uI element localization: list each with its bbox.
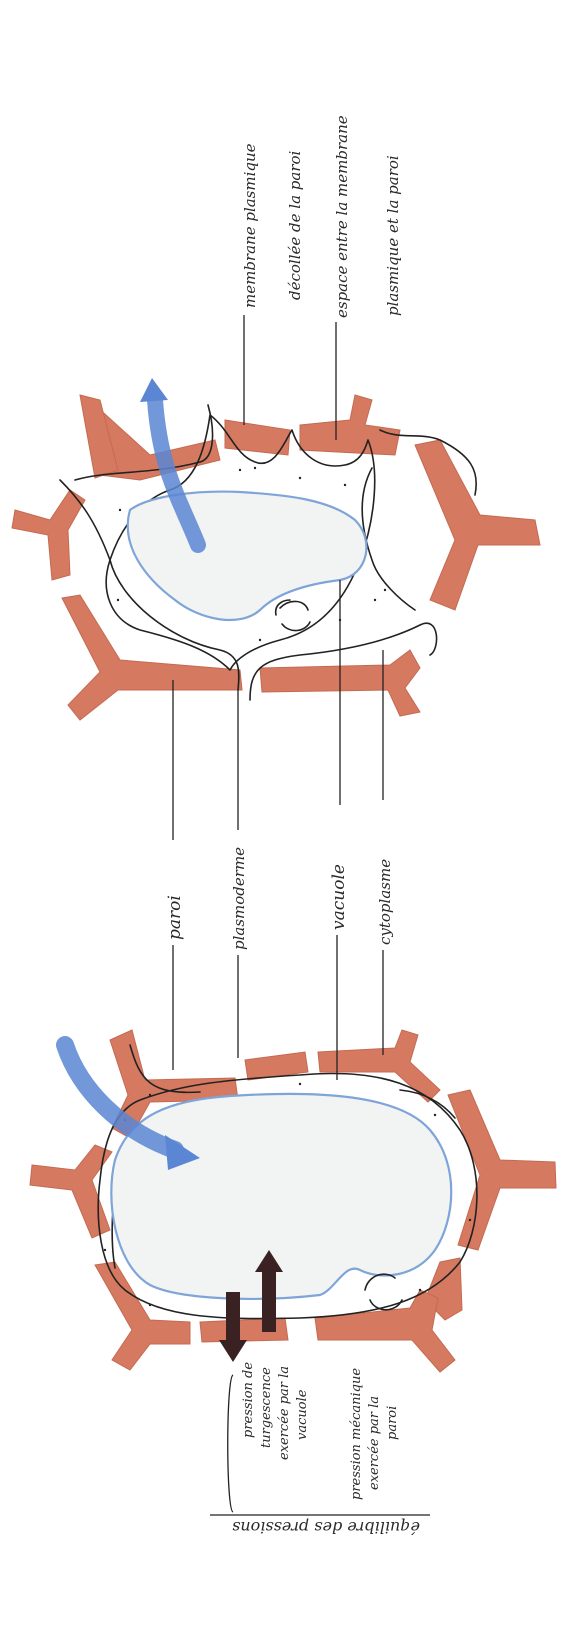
wall-segment xyxy=(415,440,540,610)
wall-outline xyxy=(362,468,415,610)
label-pression-turgescence-4: vacuole xyxy=(295,1389,310,1440)
wall-segment xyxy=(300,395,400,455)
label-pression-turgescence: pression de xyxy=(241,1362,256,1438)
wall-segment xyxy=(315,1290,455,1372)
label-pression-turgescence-3: exercée par la xyxy=(277,1366,292,1460)
label-plasmoderme: plasmoderme xyxy=(230,847,248,950)
wall-segment xyxy=(448,1090,556,1250)
label-pression-mecanique-3: paroi xyxy=(385,1406,400,1440)
label-pression-turgescence-2: turgescence xyxy=(259,1367,274,1448)
plasmolysed-cell xyxy=(12,378,540,720)
label-vacuole: vacuole xyxy=(329,864,349,930)
water-exit-arrowhead xyxy=(140,378,168,402)
wall-segment xyxy=(30,1145,112,1238)
label-paroi: paroi xyxy=(165,895,185,940)
wall-segment xyxy=(12,490,85,580)
turgid-cell xyxy=(30,1030,556,1372)
organelle xyxy=(365,1274,395,1290)
wall-segment xyxy=(318,1030,440,1102)
vacuole xyxy=(111,1094,451,1299)
label-equilibre: équilibre des pressions xyxy=(232,1518,420,1537)
vacuole xyxy=(128,492,367,620)
label-membrane-detachee: membrane plasmique xyxy=(241,143,259,308)
label-cytoplasme: cytoplasme xyxy=(376,859,394,945)
organelle xyxy=(370,1300,402,1310)
organelle xyxy=(280,601,308,610)
label-espace: espace entre la membrane xyxy=(333,115,351,318)
label-membrane-detachee-2: décollée de la paroi xyxy=(286,150,304,300)
label-espace-2: plasmique et la paroi xyxy=(384,155,402,316)
label-pression-mecanique: pression mécanique xyxy=(349,1368,364,1500)
label-pression-mecanique-2: exercée par la xyxy=(367,1396,382,1490)
